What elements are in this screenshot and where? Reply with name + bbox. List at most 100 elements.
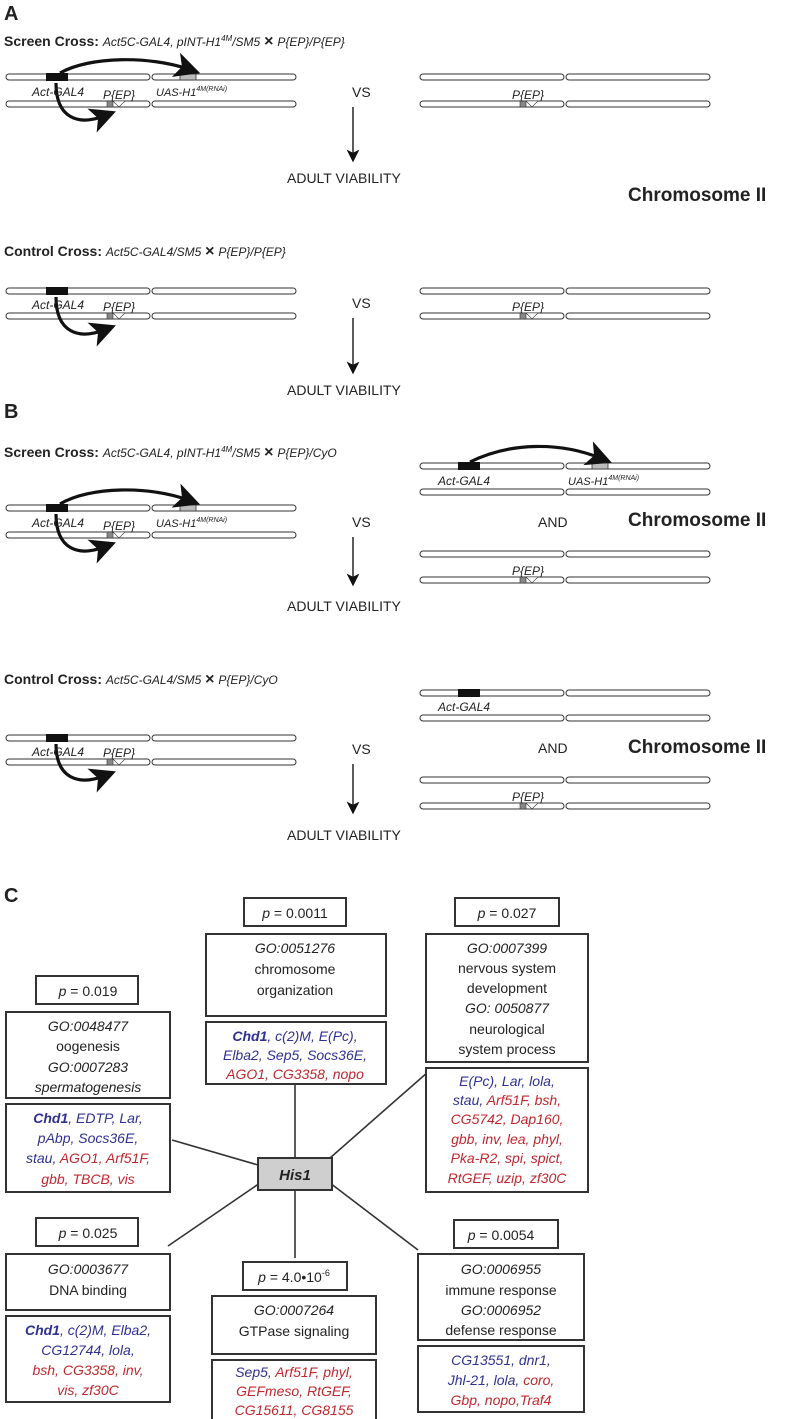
dna-gene-line: CG12744, lola,: [41, 1342, 134, 1358]
gtpase-p-value: p = 4.0•10-6: [257, 1268, 330, 1285]
nervous-go-line: development: [467, 980, 547, 996]
a-chromosome-label: Chromosome II: [628, 185, 766, 206]
b-screen-right-pep-label: P{EP}: [512, 564, 544, 578]
immune-go-box: [417, 1253, 585, 1341]
chromosome-gene-line: Chd1, c(2)M, E(Pc),: [232, 1028, 357, 1044]
b-screen-right-act-gal4-label: Act-GAL4: [437, 474, 490, 488]
b-control-pep-label: P{EP}: [103, 746, 135, 760]
nervous-gene-line: gbb, inv, lea, phyl,: [451, 1131, 563, 1147]
b-control-vs: VS: [352, 741, 371, 757]
gtpase-p-box: [242, 1261, 348, 1291]
a-control-right-pep-label: P{EP}: [512, 300, 544, 314]
dna-go-box: [5, 1253, 171, 1311]
oogenesis-go-line: spermatogenesis: [35, 1079, 142, 1095]
b-screen-act-gal4-label: Act-GAL4: [31, 516, 84, 530]
gtpase-gene-box-frame: [211, 1359, 377, 1419]
panel-b-screen-cross: Screen Cross: Act5C-GAL4, pINT-H14M/SM5 …: [4, 444, 337, 461]
oogenesis-gene-line: Chd1, EDTP, Lar,: [33, 1110, 142, 1126]
nervous-p-value: p = 0.027: [477, 905, 537, 921]
dna-p-box: [35, 1217, 139, 1247]
nervous-gene-line: RtGEF, uzip, zf30C: [448, 1170, 568, 1186]
b-screen-right-chromosomes: [419, 441, 711, 584]
chromosome-go-line: organization: [257, 982, 333, 998]
nervous-go-line: nervous system: [458, 960, 556, 976]
chromosome-p-box: [243, 897, 347, 927]
dna-gene-line: vis, zf30C: [57, 1382, 119, 1398]
immune-gene-line: Gbp, nopo,Traf4: [451, 1392, 552, 1408]
dna-gene-line: Chd1, c(2)M, Elba2,: [25, 1322, 151, 1338]
a-control-right-chromosomes: [419, 287, 711, 320]
panel-a-screen-cross: Screen Cross: Act5C-GAL4, pINT-H14M/SM5 …: [4, 33, 345, 50]
nervous-gene-line: stau, Arf51F, bsh,: [453, 1092, 561, 1108]
immune-go-line: immune response: [445, 1282, 556, 1298]
chromosome-gene-line: Elba2, Sep5, Socs36E,: [223, 1047, 367, 1063]
gtpase-go-line: GO:0007264: [254, 1302, 334, 1318]
nervous-go-box: [425, 933, 589, 1063]
a-control-vs: VS: [352, 295, 371, 311]
b-screen-and: AND: [538, 514, 568, 530]
dna-go-line: GO:0003677: [48, 1261, 129, 1277]
a-screen-left-chromosomes: [5, 52, 297, 133]
chromosome-go-line: GO:0051276: [255, 940, 335, 956]
panel-a-label: A: [4, 3, 18, 25]
oogenesis-p-value: p = 0.019: [58, 983, 118, 999]
oogenesis-go-line: oogenesis: [56, 1038, 120, 1054]
oogenesis-go-line: GO:0048477: [48, 1018, 129, 1034]
a-screen-uas-label: UAS-H14M(RNAi): [156, 86, 227, 99]
a-screen-vs: VS: [352, 84, 371, 100]
a-screen-act-gal4-label: Act-GAL4: [31, 85, 84, 99]
b-screen-pep-label: P{EP}: [103, 519, 135, 533]
gtpase-go-line: GTPase signaling: [239, 1323, 350, 1339]
go-term-boxes: [5, 897, 589, 1413]
panel-c-label: C: [4, 885, 18, 907]
b-screen-vs: VS: [352, 514, 371, 530]
a-screen-pep-label: P{EP}: [103, 88, 135, 102]
immune-gene-box: [417, 1345, 585, 1413]
b-control-right-chromosomes: [419, 689, 711, 810]
oogenesis-gene-box: [5, 1103, 171, 1193]
nervous-gene-line: E(Pc), Lar, lola,: [459, 1073, 555, 1089]
a-control-viability: ADULT VIABILITY: [287, 382, 402, 398]
gtpase-gene-line: GEFmeso, RtGEF,: [236, 1383, 352, 1399]
panel-a-control-cross: Control Cross: Act5C-GAL4/SM5 × P{EP}/P{…: [4, 243, 286, 260]
b-control-right-pep-label: P{EP}: [512, 790, 544, 804]
gtpase-gene-line: Sep5, Arf51F, phyl,: [235, 1364, 353, 1380]
nervous-go-line: system process: [458, 1041, 555, 1057]
oogenesis-gene-line: pAbp, Socs36E,: [37, 1130, 138, 1146]
b-control-viability: ADULT VIABILITY: [287, 827, 402, 843]
b-screen-left-chromosomes: [5, 483, 297, 564]
nervous-gene-line: CG5742, Dap160,: [451, 1111, 564, 1127]
b-control-left-chromosomes: [5, 734, 297, 793]
b-control-right-act-gal4-label: Act-GAL4: [437, 700, 490, 714]
nervous-go-line: GO:0007399: [467, 940, 547, 956]
oogenesis-go-box: [5, 1011, 171, 1099]
nervous-gene-box: [425, 1067, 589, 1193]
immune-go-line: defense response: [445, 1322, 557, 1338]
a-screen-right-pep-label: P{EP}: [512, 88, 544, 102]
network-connectors: [167, 1062, 429, 1258]
chromosome-p-value: p = 0.0011: [261, 905, 328, 921]
panel-b-control-cross: Control Cross: Act5C-GAL4/SM5 × P{EP}/Cy…: [4, 671, 278, 688]
b-control-and: AND: [538, 740, 568, 756]
act-gal4-element: [46, 73, 68, 81]
b-screen-chromosome-label: Chromosome II: [628, 510, 766, 531]
nervous-go-line: neurological: [469, 1021, 545, 1037]
dna-go-line: DNA binding: [49, 1282, 127, 1298]
his1-hub-label: His1: [279, 1167, 311, 1184]
oogenesis-gene-line: gbb, TBCB, vis: [41, 1171, 134, 1187]
chromosome-go-box: [205, 933, 387, 1017]
immune-p-value: p = 0.0054: [467, 1227, 535, 1243]
dna-gene-box: [5, 1315, 171, 1403]
b-control-chromosome-label: Chromosome II: [628, 737, 766, 758]
oogenesis-p-box: [35, 975, 139, 1005]
b-screen-right-uas-label: UAS-H14M(RNAi): [568, 475, 639, 488]
chromosome-gene-box: [205, 1021, 387, 1085]
uas-element: [179, 73, 197, 81]
b-screen-uas-label: UAS-H14M(RNAi): [156, 517, 227, 530]
b-control-act-gal4-label: Act-GAL4: [31, 745, 84, 759]
immune-go-line: GO:0006955: [461, 1261, 541, 1277]
dna-p-value: p = 0.025: [58, 1225, 118, 1241]
dna-gene-line: bsh, CG3358, inv,: [32, 1362, 143, 1378]
a-control-left-chromosomes: [5, 287, 297, 347]
